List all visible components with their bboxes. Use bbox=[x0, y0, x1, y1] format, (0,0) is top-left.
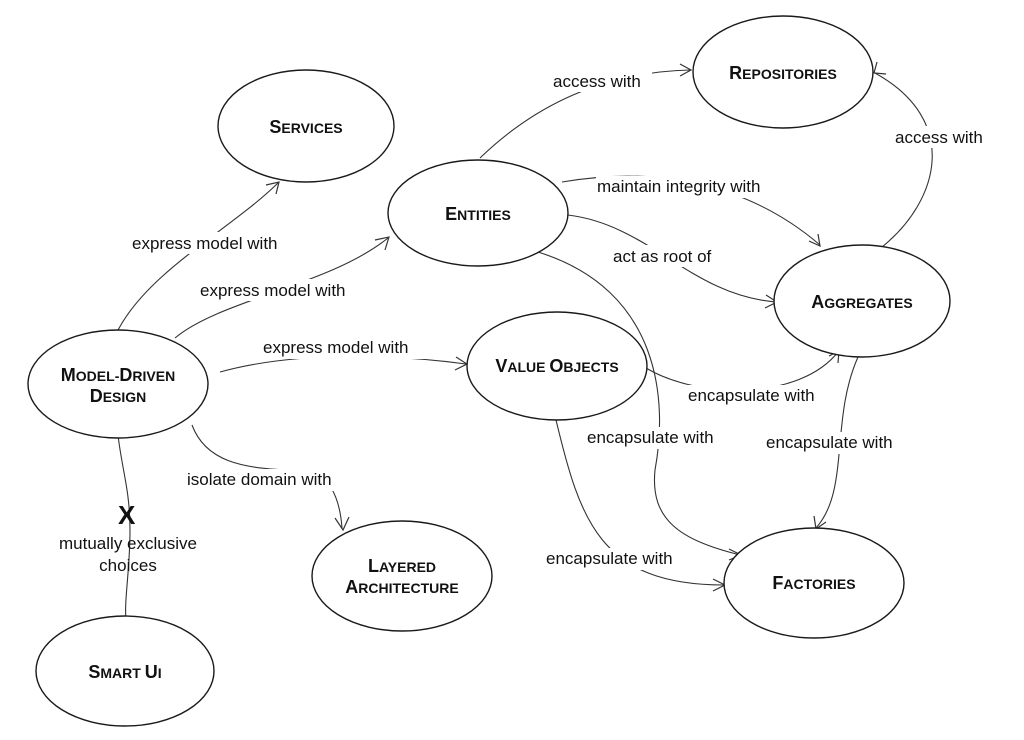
node-aggregates: AGGREGATES bbox=[773, 244, 951, 358]
label-value-objects-factories: encapsulate with bbox=[546, 549, 673, 568]
node-layered-architecture: LAYERED ARCHITECTURE bbox=[311, 520, 493, 632]
label-bg bbox=[687, 385, 833, 407]
node-model-driven-design: MODEL-DRIVEN DESIGN bbox=[27, 329, 209, 439]
arrow-head-mdd-layered bbox=[334, 516, 350, 532]
label-aggregates-factories: encapsulate with bbox=[766, 433, 893, 452]
nodes: REPOSITORIES SERVICES ENTITIES AGGREGATE… bbox=[27, 15, 951, 727]
node-value-objects-ellipse bbox=[466, 311, 648, 421]
arrow-head-mdd-entities bbox=[374, 236, 390, 251]
node-value-objects: VALUE OBJECTS bbox=[466, 311, 648, 421]
node-model-driven-design-ellipse bbox=[27, 329, 209, 439]
node-smart-ui: SMART UI bbox=[35, 615, 215, 727]
node-services-label: SERVICES bbox=[269, 117, 342, 137]
label-entities-aggregates-integrity: maintain integrity with bbox=[597, 177, 760, 196]
node-model-driven-design-label-line2: DESIGN bbox=[90, 386, 147, 406]
label-entities-factories: encapsulate with bbox=[587, 428, 714, 447]
arrow-head-mdd-services bbox=[265, 181, 280, 195]
mutually-exclusive-x-mark: X bbox=[118, 500, 136, 530]
node-repositories-label: REPOSITORIES bbox=[729, 63, 837, 83]
node-entities-ellipse bbox=[387, 159, 569, 267]
arrow-head-entities-repositories bbox=[679, 63, 693, 77]
node-layered-architecture-label-line2: ARCHITECTURE bbox=[345, 577, 458, 597]
edge-entities-factories bbox=[537, 251, 741, 556]
node-smart-ui-label: SMART UI bbox=[88, 662, 161, 682]
node-factories: FACTORIES bbox=[723, 527, 905, 639]
label-mdd-smart-ui-line2: choices bbox=[99, 556, 157, 575]
node-entities-label: ENTITIES bbox=[445, 204, 511, 224]
edge-value-objects-aggregates bbox=[645, 351, 839, 391]
node-services-ellipse bbox=[217, 69, 395, 183]
node-smart-ui-ellipse bbox=[35, 615, 215, 727]
label-mdd-services: express model with bbox=[132, 234, 278, 253]
node-repositories-ellipse bbox=[692, 15, 874, 129]
node-value-objects-label: VALUE OBJECTS bbox=[495, 356, 618, 376]
label-bg bbox=[765, 432, 911, 454]
edge-entities-repositories bbox=[479, 69, 691, 159]
label-bg bbox=[552, 70, 652, 92]
node-aggregates-ellipse bbox=[773, 244, 951, 358]
label-bg bbox=[262, 337, 425, 359]
label-bg bbox=[596, 176, 780, 198]
label-bg bbox=[612, 245, 724, 267]
edge-aggregates-repositories bbox=[874, 72, 933, 248]
edge-mdd-smart-ui bbox=[117, 434, 131, 621]
label-bg bbox=[186, 469, 352, 491]
label-value-objects-aggregates: encapsulate with bbox=[688, 386, 815, 405]
node-factories-ellipse bbox=[723, 527, 905, 639]
label-bg bbox=[199, 279, 364, 301]
edge-value-objects-factories bbox=[555, 419, 725, 586]
node-repositories: REPOSITORIES bbox=[692, 15, 874, 129]
label-mdd-smart-ui-line1: mutually exclusive bbox=[59, 534, 197, 553]
label-bg bbox=[894, 126, 994, 148]
label-mdd-entities: express model with bbox=[200, 281, 346, 300]
label-mdd-value-objects: express model with bbox=[263, 338, 409, 357]
label-aggregates-repositories: access with bbox=[895, 128, 983, 147]
label-bg bbox=[586, 427, 732, 449]
label-bg bbox=[545, 548, 691, 570]
label-mdd-layered: isolate domain with bbox=[187, 470, 332, 489]
label-entities-aggregates-root: act as root of bbox=[613, 247, 712, 266]
label-entities-repositories: access with bbox=[553, 72, 641, 91]
node-aggregates-label: AGGREGATES bbox=[811, 292, 912, 312]
edge-labels: access with access with express model wi… bbox=[59, 70, 994, 575]
arrow-head-aggregates-repositories bbox=[873, 61, 887, 75]
node-services: SERVICES bbox=[217, 69, 395, 183]
node-factories-label: FACTORIES bbox=[772, 573, 855, 593]
node-layered-architecture-label-line1: LAYERED bbox=[368, 556, 436, 576]
node-model-driven-design-label-line1: MODEL-DRIVEN bbox=[61, 365, 175, 385]
arrow-head-entities-aggregates-integrity bbox=[808, 233, 821, 248]
edge-mdd-services bbox=[117, 182, 279, 331]
label-bg bbox=[131, 232, 293, 254]
node-layered-architecture-ellipse bbox=[311, 520, 493, 632]
node-entities: ENTITIES bbox=[387, 159, 569, 267]
